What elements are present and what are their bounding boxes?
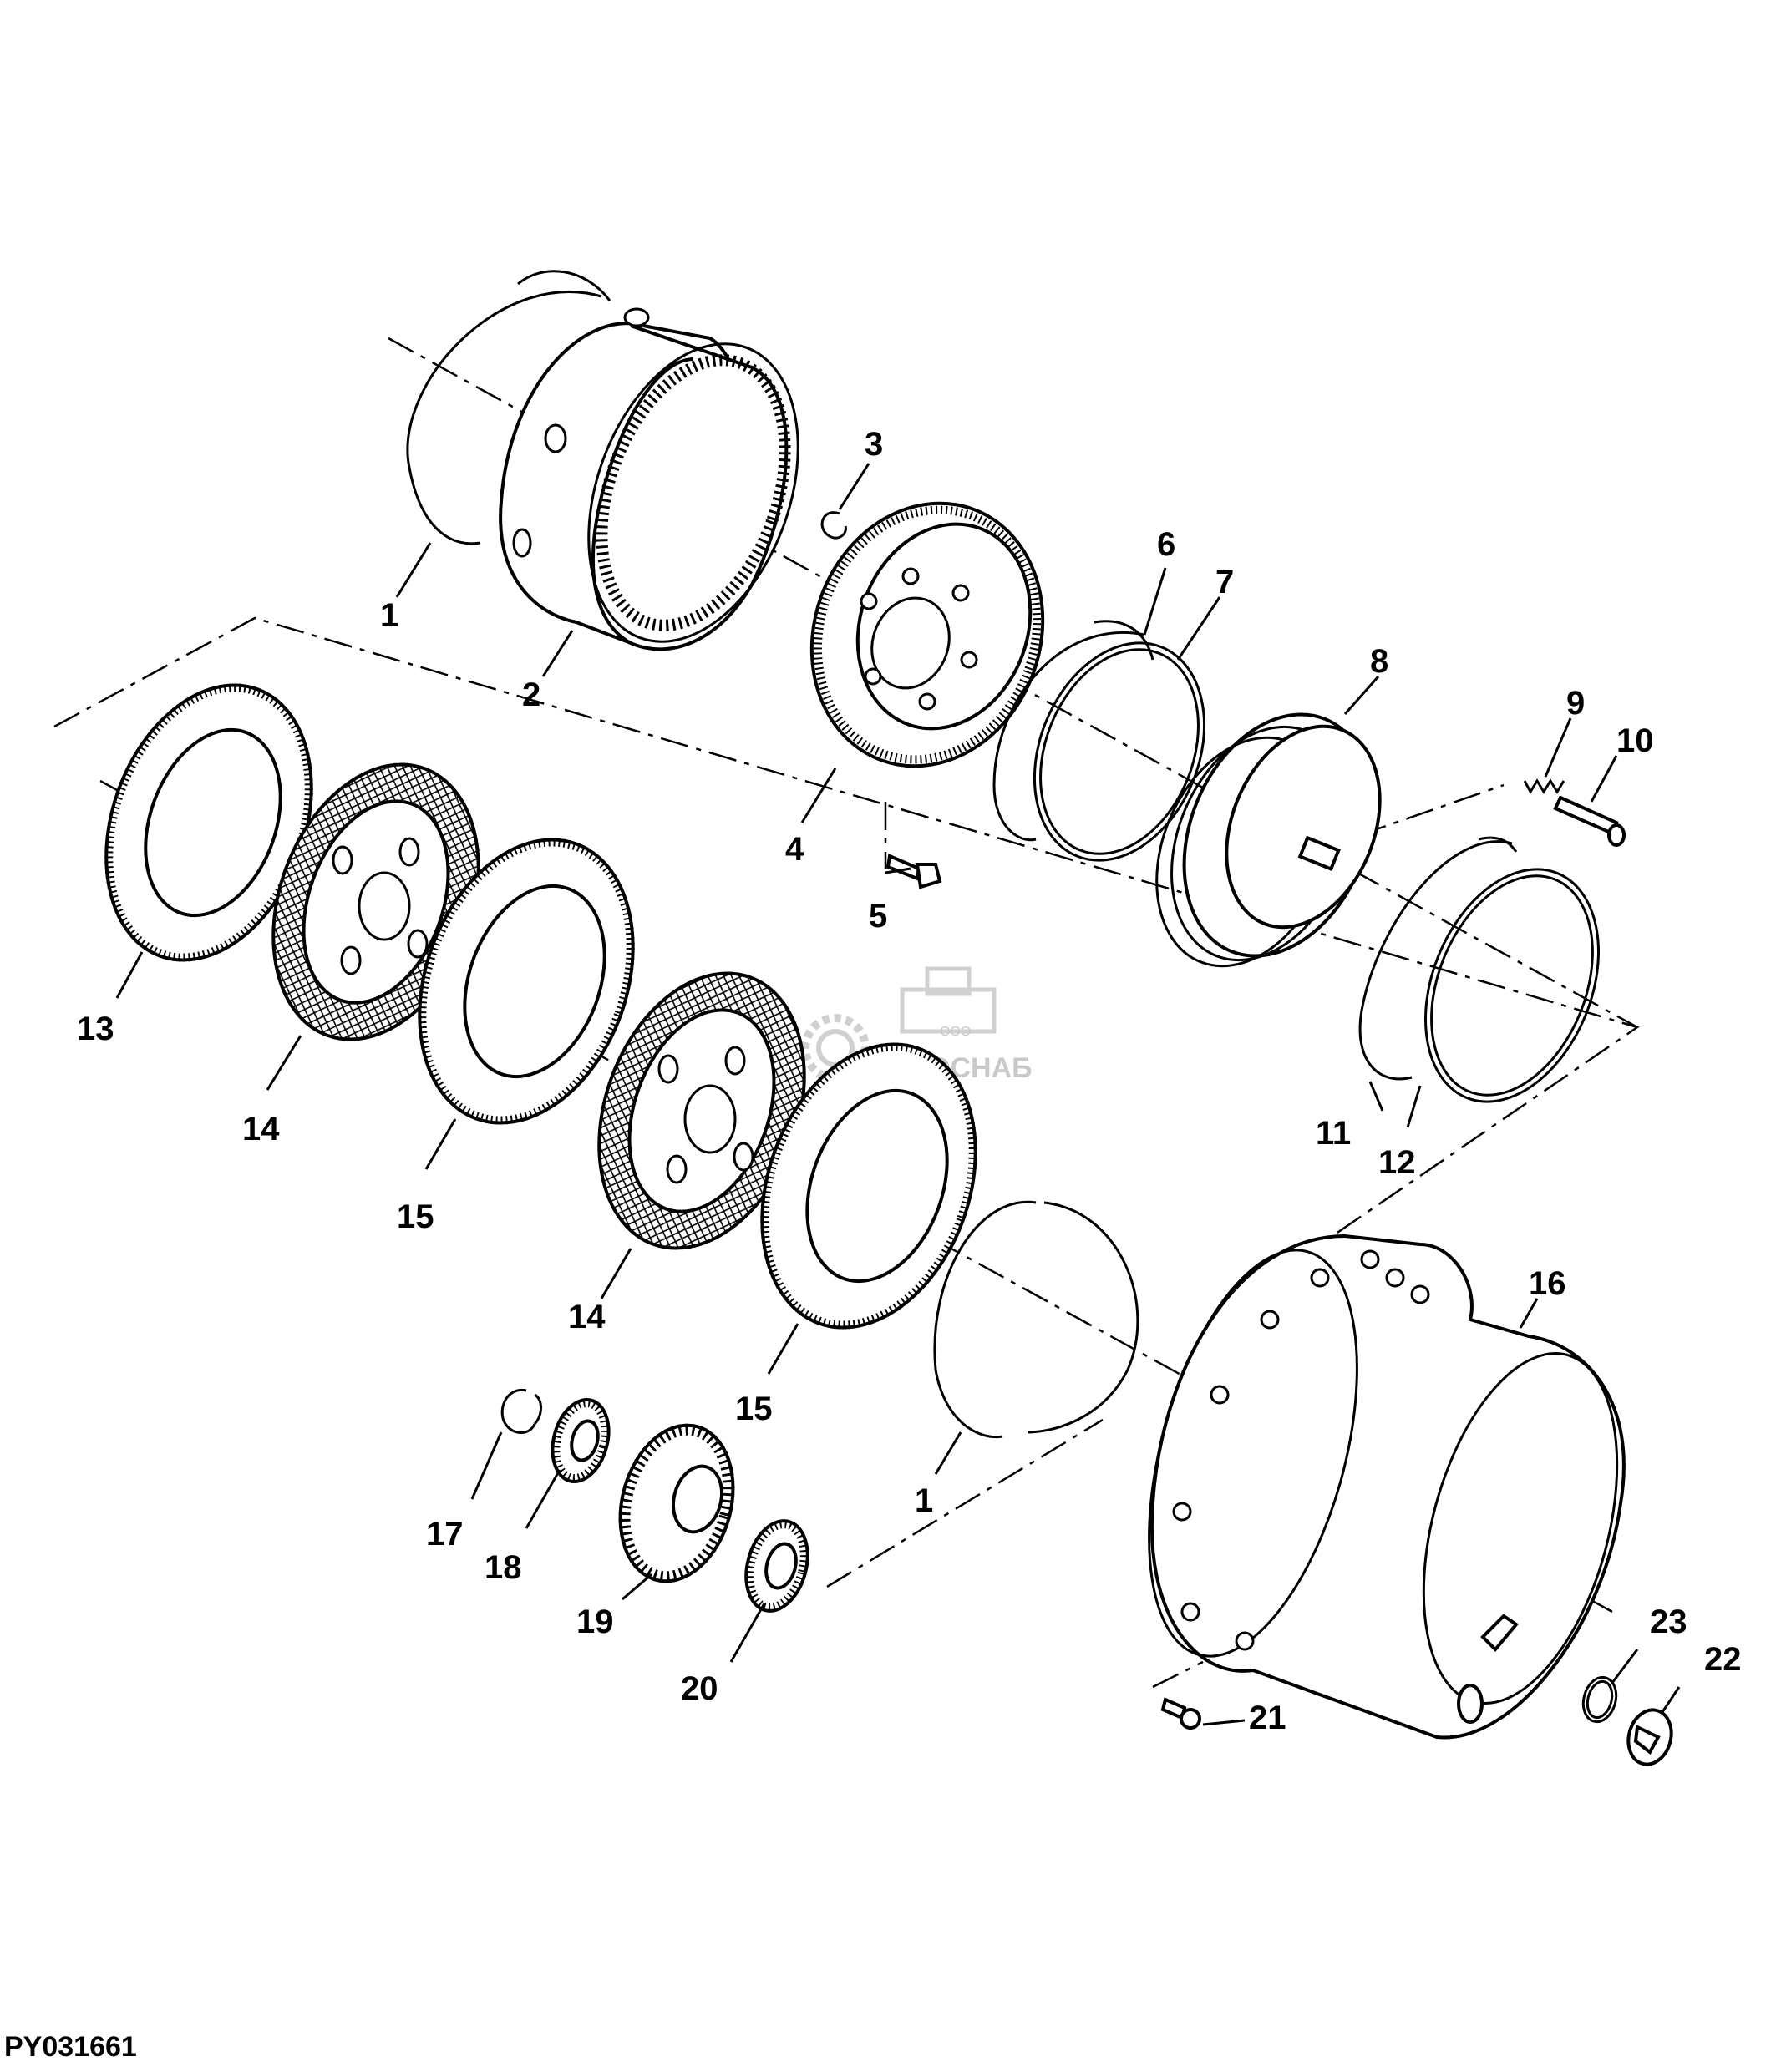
- callout-7: 7: [1215, 564, 1234, 600]
- callout-16: 16: [1529, 1265, 1566, 1302]
- tractor-logo-icon: [900, 966, 997, 1034]
- screw-21: [1160, 1697, 1201, 1730]
- callout-19: 19: [576, 1603, 614, 1640]
- callout-15-upper: 15: [397, 1198, 434, 1235]
- watermark-prefix: ООО: [940, 1025, 971, 1039]
- pin-axis: [1311, 783, 1505, 854]
- bearing-20: [744, 1519, 809, 1613]
- callout-21: 21: [1249, 1700, 1286, 1736]
- seal-ring-12: [1424, 868, 1600, 1103]
- brake-piston: [1155, 712, 1382, 968]
- o-ring-23: [1581, 1675, 1618, 1724]
- callout-12: 12: [1378, 1144, 1416, 1181]
- separator-plate-13: [104, 683, 313, 962]
- figure-id: PY031661: [4, 2031, 137, 2063]
- separator-plate-15a: [418, 838, 635, 1125]
- callout-9: 9: [1566, 685, 1585, 722]
- callout-20: 20: [681, 1670, 718, 1707]
- callout-15-lower: 15: [735, 1391, 773, 1427]
- callout-2: 2: [522, 676, 540, 713]
- callout-18: 18: [485, 1549, 522, 1586]
- leader-lines: [115, 463, 1681, 1726]
- planet-gear: [618, 1423, 735, 1583]
- callout-3: 3: [865, 426, 883, 463]
- screw-axis: [1152, 1660, 1204, 1689]
- callout-1-upper: 1: [380, 597, 398, 634]
- callout-5: 5: [869, 898, 887, 935]
- assembly-boundary: [53, 616, 1640, 1238]
- callout-17: 17: [426, 1516, 464, 1553]
- ring-gear-drum: [499, 307, 799, 651]
- bearing-18: [551, 1397, 611, 1484]
- snap-ring-17: [500, 1389, 542, 1434]
- gear-axis: [826, 1418, 1104, 1588]
- separator-plate-15b: [760, 1042, 977, 1330]
- callout-14-lower: 14: [568, 1299, 606, 1335]
- callout-labels: 1 2 3 4 5 6 7 8 9 10 11 12 13 14 15 14 1…: [77, 426, 1742, 1736]
- callout-8: 8: [1370, 643, 1388, 680]
- callout-4: 4: [785, 831, 804, 868]
- seal-ring-11: [1358, 836, 1518, 1081]
- callout-10: 10: [1616, 722, 1654, 759]
- retaining-ring-small: [820, 511, 847, 540]
- snap-ring-lower: [933, 1200, 1139, 1439]
- carrier-bolt: [885, 854, 942, 889]
- callout-14-upper: 14: [242, 1111, 280, 1147]
- callout-13: 13: [77, 1011, 114, 1047]
- callout-11: 11: [1316, 1115, 1351, 1152]
- callout-23: 23: [1650, 1603, 1687, 1640]
- callout-1-lower: 1: [915, 1482, 933, 1519]
- spring: [1523, 778, 1565, 795]
- snap-ring-upper: [406, 270, 611, 545]
- callout-6: 6: [1157, 526, 1175, 563]
- wheel-housing: [1148, 1234, 1626, 1740]
- callout-22: 22: [1704, 1641, 1742, 1678]
- friction-disc-14b: [597, 971, 806, 1250]
- planet-carrier: [809, 501, 1045, 768]
- pin: [1553, 795, 1626, 847]
- drain-plug: [1626, 1708, 1673, 1766]
